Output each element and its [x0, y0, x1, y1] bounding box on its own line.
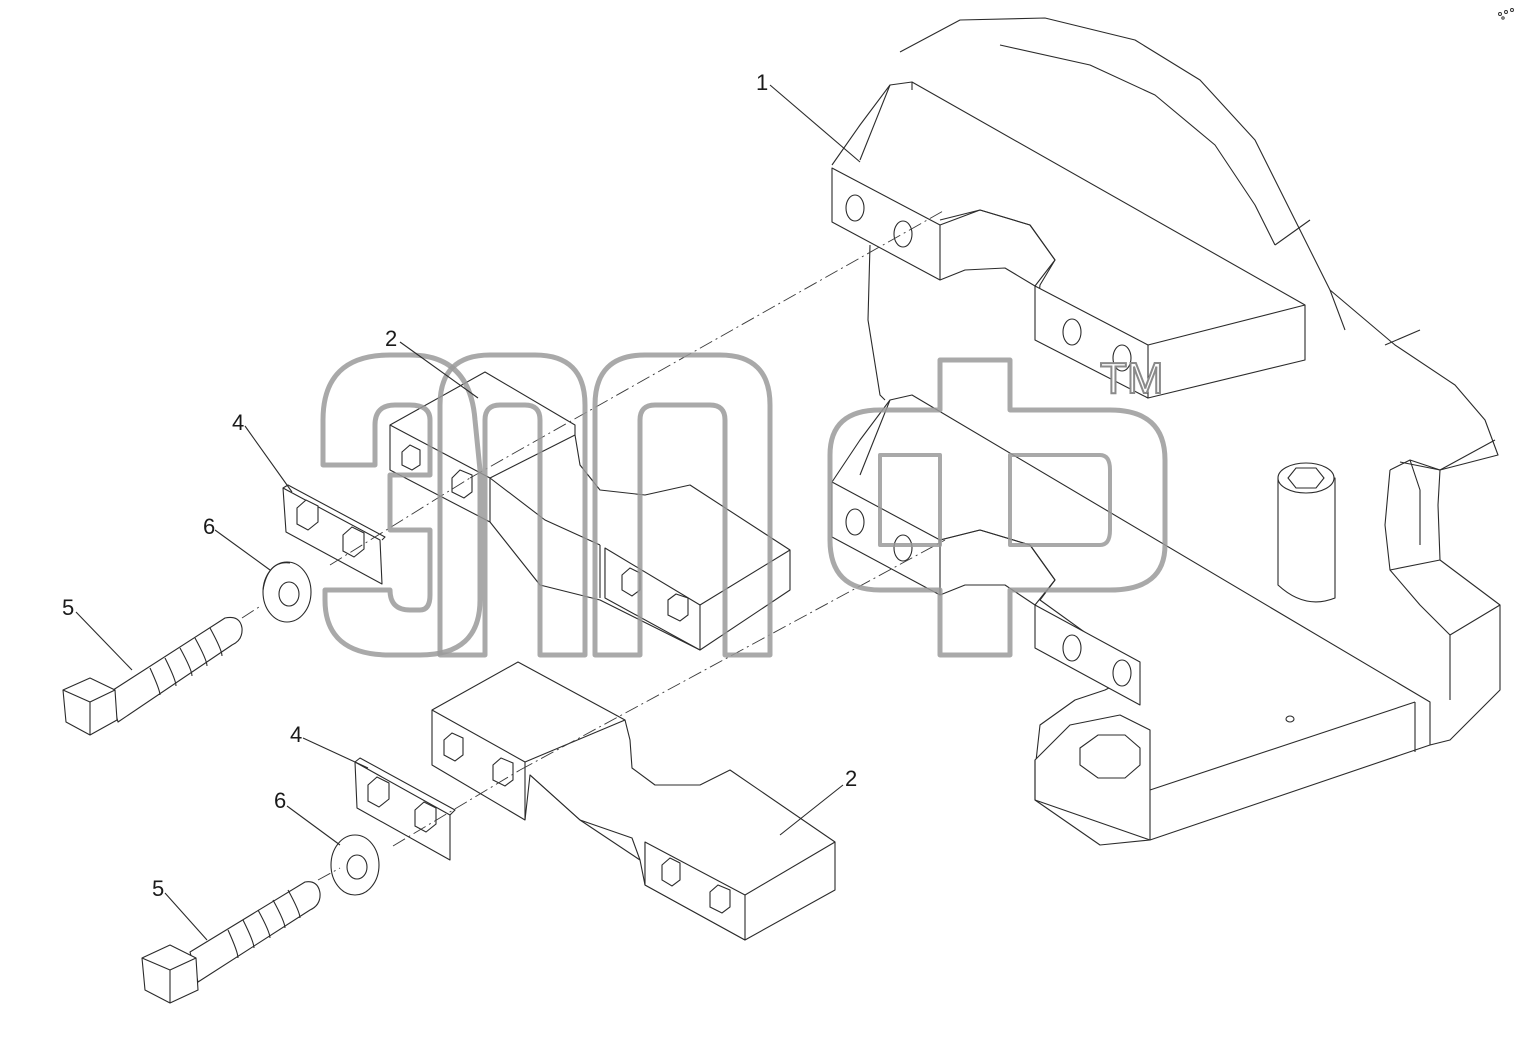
main-bracket [831, 17, 1501, 846]
upper-clamp-block [389, 371, 791, 651]
svg-text:2: 2 [845, 766, 857, 791]
svg-text:6: 6 [203, 514, 215, 539]
svg-text:4: 4 [290, 722, 302, 747]
svg-text:5: 5 [62, 595, 74, 620]
callout-6-lower: 6 [274, 788, 341, 846]
svg-text:2: 2 [385, 326, 397, 351]
callout-2-lower: 2 [779, 766, 857, 836]
svg-text:4: 4 [232, 410, 244, 435]
lower-bolt [141, 881, 321, 1004]
callout-4-upper: 4 [232, 410, 293, 493]
trademark-mark: TM [1100, 354, 1164, 403]
callout-5-upper: 5 [62, 595, 133, 671]
callout-4-lower: 4 [290, 722, 369, 769]
callout-6-upper: 6 [203, 514, 271, 571]
upper-lock-plate [282, 484, 386, 585]
lower-clamp-block [431, 661, 836, 941]
corner-mark-icon [1498, 8, 1514, 20]
watermark-logo: TM [320, 352, 1168, 658]
lower-washer [330, 834, 380, 896]
callouts: 1 2 2 4 4 6 6 5 [62, 70, 861, 941]
callout-5-lower: 5 [152, 876, 208, 941]
upper-bolt [62, 616, 243, 736]
callout-2-upper: 2 [385, 326, 479, 399]
svg-text:6: 6 [274, 788, 286, 813]
svg-text:1: 1 [756, 70, 768, 95]
lower-lock-plate [354, 757, 456, 861]
callout-1: 1 [756, 70, 861, 163]
upper-washer [262, 561, 312, 623]
svg-text:5: 5 [152, 876, 164, 901]
